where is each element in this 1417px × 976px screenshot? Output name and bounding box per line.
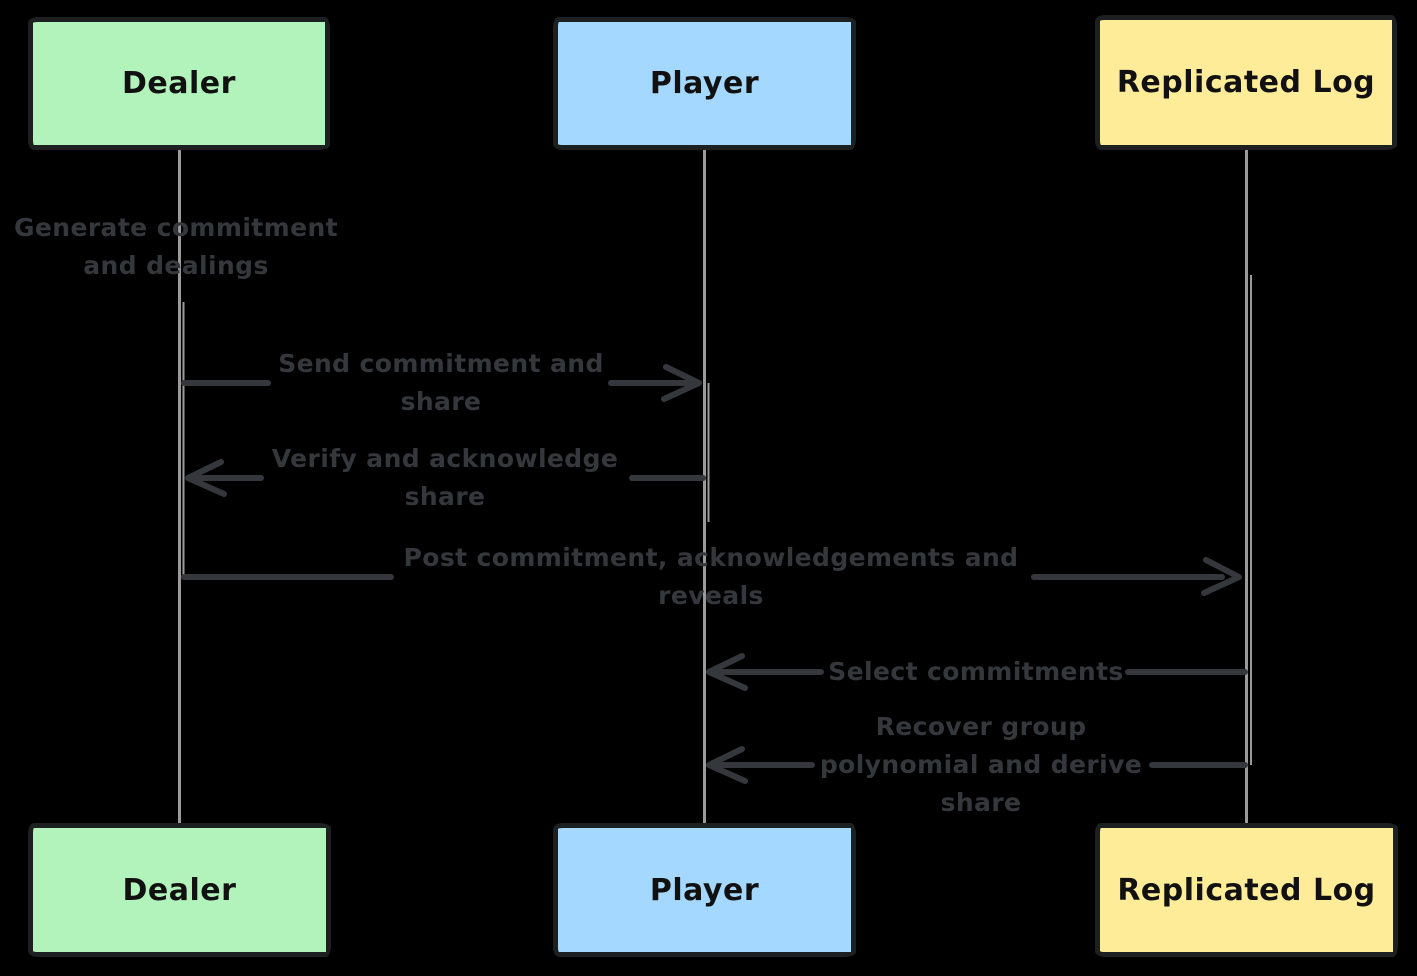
message-label-select-commitments: Select commitments (828, 657, 1124, 686)
message-label-post-commitment: Post commitment, acknowledgements and re… (403, 543, 1019, 610)
actor-box-player-bottom: Player (553, 823, 856, 957)
message-label-send-commitment: Send commitment and share (278, 349, 604, 416)
actor-box-dealer-top: Dealer (28, 17, 330, 150)
actor-box-dealer-bottom: Dealer (28, 823, 331, 957)
arrowhead-right-icon (1201, 557, 1242, 596)
actor-box-replicated-log-top: Replicated Log (1095, 15, 1397, 150)
actor-box-player-top: Player (553, 17, 856, 150)
actor-label-player: Player (649, 66, 760, 101)
message-label-verify-acknowledge: Verify and acknowledge share (271, 444, 619, 511)
arrowhead-left-icon (706, 746, 748, 784)
actor-label-dealer: Dealer (122, 872, 237, 908)
message-label-generate-commitment: Generate commitment and dealings (13, 213, 339, 280)
lifeline-player (703, 150, 710, 824)
actor-label-player: Player (649, 872, 760, 908)
actor-label-dealer: Dealer (122, 66, 236, 101)
arrowhead-left-icon (185, 459, 227, 497)
message-label-recover-group-polynomial: Recover group polynomial and derive shar… (819, 712, 1143, 817)
lifeline-replicated-log (1245, 150, 1252, 824)
actor-label-replicated-log: Replicated Log (1117, 872, 1376, 908)
actor-label-replicated-log: Replicated Log (1116, 65, 1376, 100)
arrowhead-right-icon (661, 364, 702, 402)
arrowhead-left-icon (706, 653, 748, 691)
actor-box-replicated-log-bottom: Replicated Log (1095, 823, 1398, 957)
